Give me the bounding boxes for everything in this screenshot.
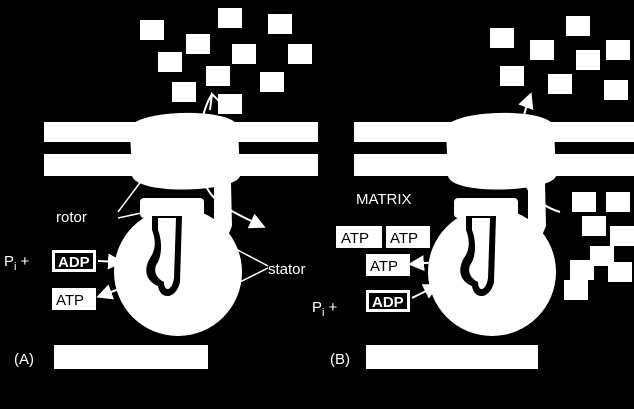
rotor-label-a: rotor [56,209,87,226]
adp-label-b: ADP [372,294,404,311]
fo-rotor-a [129,112,240,190]
atp-label-b-1: ATP [341,230,369,247]
proton-squares-matrix-b [564,192,634,300]
matrix-label-b: MATRIX [356,191,412,208]
proton-squares-a [140,8,312,114]
pi-label-a: Pi+ [4,253,29,273]
adp-label-a: ADP [58,254,90,271]
atp-box-b-1 [336,226,382,248]
central-stalk-inner-a [155,218,176,290]
panel-a: rotor stator Pi+ ADP ATP (A) [4,8,318,369]
atp-box-b-2 [386,226,430,248]
caption-bar-b [366,345,538,369]
caption-bar-a [54,345,208,369]
panel-b: MATRIX ATP ATP ATP Pi+ ADP (B) [312,16,634,369]
central-stalk-inner-b [469,218,490,290]
stator-label-a: stator [268,261,306,278]
atp-label-b-3: ATP [370,258,398,275]
atp-arrow-a [96,284,123,300]
atp-label-b-2: ATP [390,230,418,247]
adp-arrow-b [411,284,440,299]
panel-tag-b: (B) [330,351,350,368]
atp-box-b-3 [366,254,410,276]
atp-box-a [52,288,96,310]
panel-tag-a: (A) [14,351,34,368]
proton-squares-top-b [490,16,630,100]
pi-label-b: Pi+ [312,299,337,319]
adp-arrow-a [97,253,124,270]
atp-label-a: ATP [56,292,84,309]
rotor-pointer-a [117,179,147,219]
atp-arrow-b [408,255,439,272]
stator-pointer-a [229,245,269,283]
rotation-arrow-a-top [209,91,223,111]
rotation-arrow-b [518,92,561,213]
rotation-arrow-a [199,93,266,229]
